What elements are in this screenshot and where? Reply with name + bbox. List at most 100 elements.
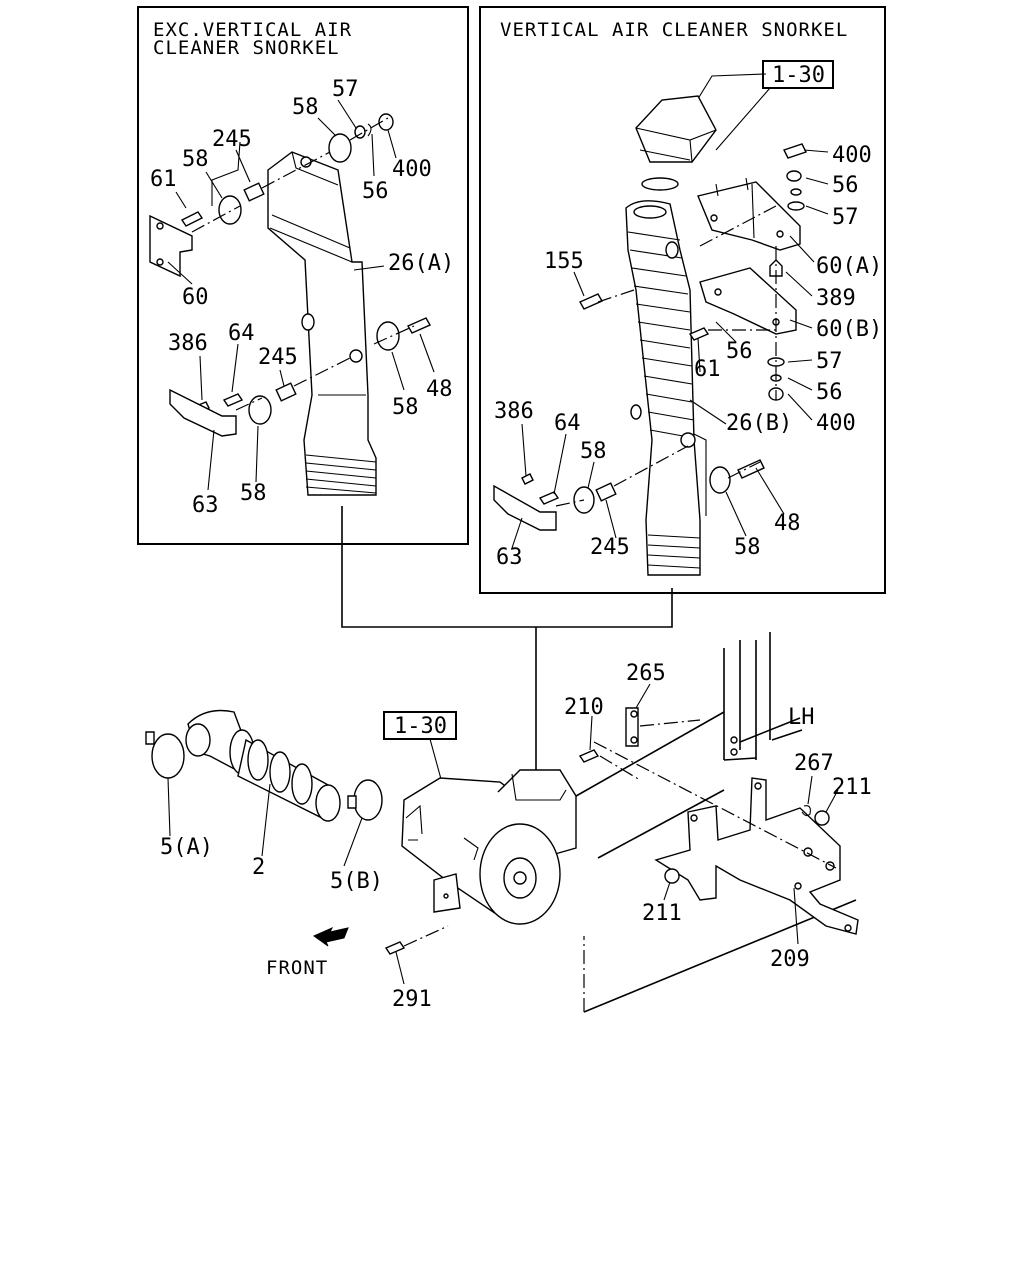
lower-assembly: 1-30 bbox=[145, 632, 872, 1013]
label-60a: 60(A) bbox=[816, 254, 882, 279]
frame-rails bbox=[561, 632, 857, 1013]
left-panel: EXC.VERTICAL AIR CLEANER SNORKEL bbox=[137, 6, 469, 545]
bracket-60b-icon bbox=[699, 267, 797, 335]
ref-box-bottom-label: 1-30 bbox=[394, 714, 447, 739]
left-panel-frame bbox=[137, 6, 469, 545]
snorkel-cap bbox=[635, 95, 717, 191]
label-267: 267 bbox=[794, 751, 834, 776]
right-brackets bbox=[697, 177, 801, 335]
label-26a: 26(A) bbox=[388, 251, 454, 276]
label-389: 389 bbox=[816, 286, 856, 311]
hose-clamp-5b bbox=[347, 779, 383, 821]
nut-211b-icon bbox=[664, 868, 680, 884]
collar-245-icon bbox=[243, 182, 265, 202]
right-panel-frame bbox=[479, 6, 886, 594]
left-leaders bbox=[167, 99, 435, 491]
grommet-58-icon bbox=[328, 133, 352, 163]
label-56: 56 bbox=[832, 173, 859, 198]
right-leaders bbox=[511, 149, 829, 549]
label-56: 56 bbox=[362, 179, 389, 204]
label-58: 58 bbox=[392, 395, 419, 420]
snorkel-duct-26a bbox=[267, 151, 377, 496]
bolt-210-icon bbox=[578, 749, 600, 763]
bracket-209 bbox=[593, 741, 859, 935]
intake-hose-2 bbox=[185, 709, 341, 822]
label-155: 155 bbox=[544, 249, 584, 274]
label-58: 58 bbox=[240, 481, 267, 506]
right-hardware bbox=[493, 143, 807, 531]
label-56: 56 bbox=[816, 380, 843, 405]
bolt-386-icon bbox=[521, 473, 534, 485]
front-arrow-icon bbox=[312, 926, 349, 947]
label-211: 211 bbox=[642, 901, 682, 926]
hose-clamp-5a bbox=[145, 731, 185, 779]
bolt-291-icon bbox=[384, 941, 406, 955]
bolt-64-icon bbox=[538, 491, 560, 505]
label-64: 64 bbox=[554, 411, 581, 436]
ref-box-bottom bbox=[383, 711, 457, 740]
label-400: 400 bbox=[392, 157, 432, 182]
label-245: 245 bbox=[590, 535, 630, 560]
label-209: 209 bbox=[770, 947, 810, 972]
label-211: 211 bbox=[832, 775, 872, 800]
label-291: 291 bbox=[392, 987, 432, 1012]
bolt-400-icon bbox=[783, 143, 807, 159]
left-panel-title-line2: CLEANER SNORKEL bbox=[153, 37, 340, 59]
label-245: 245 bbox=[258, 345, 298, 370]
bracket-60a-icon bbox=[697, 181, 801, 251]
label-58: 58 bbox=[734, 535, 761, 560]
label-245: 245 bbox=[212, 127, 252, 152]
grommet-58b-icon bbox=[218, 195, 242, 225]
label-5b: 5(B) bbox=[330, 869, 383, 894]
label-26b: 26(B) bbox=[726, 411, 792, 436]
label-61: 61 bbox=[150, 167, 177, 192]
label-63: 63 bbox=[496, 545, 523, 570]
label-60b: 60(B) bbox=[816, 317, 882, 342]
label-210: 210 bbox=[564, 695, 604, 720]
label-48: 48 bbox=[426, 377, 453, 402]
label-64: 64 bbox=[228, 321, 255, 346]
bracket-63-icon bbox=[169, 388, 237, 437]
label-58: 58 bbox=[292, 95, 319, 120]
bolt-389-icon bbox=[769, 259, 783, 277]
label-386: 386 bbox=[494, 399, 534, 424]
left-bottom-hardware bbox=[169, 317, 431, 437]
label-57: 57 bbox=[332, 77, 359, 102]
bolt-64-icon bbox=[222, 393, 244, 407]
label-400: 400 bbox=[816, 411, 856, 436]
label-386: 386 bbox=[168, 331, 208, 356]
label-2: 2 bbox=[252, 855, 265, 880]
label-lh: LH bbox=[788, 705, 815, 730]
label-60: 60 bbox=[182, 285, 209, 310]
ref-box-top-label: 1-30 bbox=[772, 63, 825, 88]
panel-connectors bbox=[341, 506, 673, 784]
label-56: 56 bbox=[726, 339, 753, 364]
label-57: 57 bbox=[816, 349, 843, 374]
bolt-48-icon bbox=[737, 459, 765, 479]
label-63: 63 bbox=[192, 493, 219, 518]
nut-400-icon bbox=[378, 113, 394, 131]
label-58: 58 bbox=[580, 439, 607, 464]
air-cleaner-body bbox=[401, 769, 577, 925]
snorkel-duct-26b bbox=[625, 200, 701, 576]
label-57: 57 bbox=[832, 205, 859, 230]
lower-leaders bbox=[167, 683, 839, 985]
left-top-hardware bbox=[149, 113, 394, 278]
bracket-63-icon bbox=[493, 484, 557, 531]
left-panel-title-line1: EXC.VERTICAL AIR bbox=[153, 19, 352, 41]
bolt-48-icon bbox=[407, 317, 431, 334]
bolt-61-icon bbox=[688, 327, 710, 341]
label-58: 58 bbox=[182, 147, 209, 172]
nut-211-icon bbox=[814, 810, 830, 826]
right-panel: VERTICAL AIR CLEANER SNORKEL 1-30 bbox=[479, 6, 886, 594]
label-48: 48 bbox=[774, 511, 801, 536]
front-label: FRONT bbox=[266, 957, 328, 979]
label-5a: 5(A) bbox=[160, 835, 213, 860]
label-400: 400 bbox=[832, 143, 872, 168]
label-61: 61 bbox=[694, 357, 721, 382]
clip-267-icon bbox=[801, 805, 811, 817]
label-265: 265 bbox=[626, 661, 666, 686]
bolt-61-icon bbox=[180, 211, 204, 227]
right-panel-title: VERTICAL AIR CLEANER SNORKEL bbox=[500, 19, 848, 41]
